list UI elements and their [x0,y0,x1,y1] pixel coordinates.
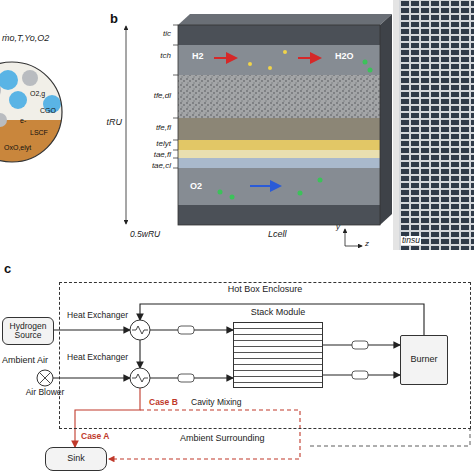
blower-cross [39,372,50,383]
flow-connector [139,340,140,368]
callout-label: telyt [156,140,171,149]
edge-label: Case A [80,432,111,441]
stack-cells [233,322,323,388]
callout-label: O2 [190,182,202,192]
process-box: Sink [45,447,107,471]
blower-symbol: Air Blower [18,369,72,401]
process-box: Stack Module [228,308,328,388]
callout-label: O2,g [30,90,45,98]
callout-label: Cavity Mixing [190,398,243,407]
callout-label: tRU [107,118,123,128]
node-text: Hot Box Enclosure [60,285,470,295]
node-text: Heat Exchanger [67,311,128,320]
exchanger-circle [130,320,150,340]
callout-label: Ambient Surrounding [180,434,265,444]
node-text: Heat Exchanger [67,353,128,362]
flow-connector [54,329,130,330]
callout-label: H2O [335,52,354,62]
callout-label: LSCF [30,129,48,137]
callout-label: tfe,fl [156,124,171,133]
node-text: Burner [410,355,437,365]
enclosure-region: Hot Box EnclosureHeat ExchangerHeat Exch… [60,283,470,428]
callout-label: ṁo,T,Yo,O2 [2,34,49,44]
node-text: Stack Module [228,308,328,318]
callout-label: z [365,240,369,249]
flow-connector [53,377,130,378]
flow-connector [75,388,140,447]
heat-exchanger-symbol: Heat Exchanger [66,308,152,342]
callout-label: y [336,223,340,232]
callout-label: 0.5wRU [130,230,160,239]
callout-label: tae,fl [154,151,171,160]
node-text: Air Blower [18,388,72,397]
panel-letter: c [4,262,11,276]
callout-label: Case B [148,398,179,407]
callout-label: Lcell [268,230,287,240]
callout-label: tfe,dl [154,92,171,101]
callout-label: CGO [40,107,56,115]
process-box: Burner [400,335,448,385]
callout-label: tinsu [401,236,421,245]
process-box: Hydrogen Source [2,317,54,345]
callout-label: Ambient Air [2,356,48,366]
exchanger-circle [130,368,150,388]
blower-circle [37,370,53,386]
callout-label: e- [20,117,26,125]
callout-label: tae,cl [152,162,171,171]
panel-letter: b [110,12,118,26]
exchanger-wave [132,374,148,382]
callout-label: OxO,elyt [4,144,31,152]
callout-label: tch [160,52,171,61]
callout-label: H2 [192,52,204,62]
callout-label: tic [163,30,171,39]
node-text: Hydrogen Source [5,322,51,341]
exchanger-wave [132,326,148,334]
heat-exchanger-symbol: Heat Exchanger [66,352,152,388]
node-text: Sink [67,454,85,464]
